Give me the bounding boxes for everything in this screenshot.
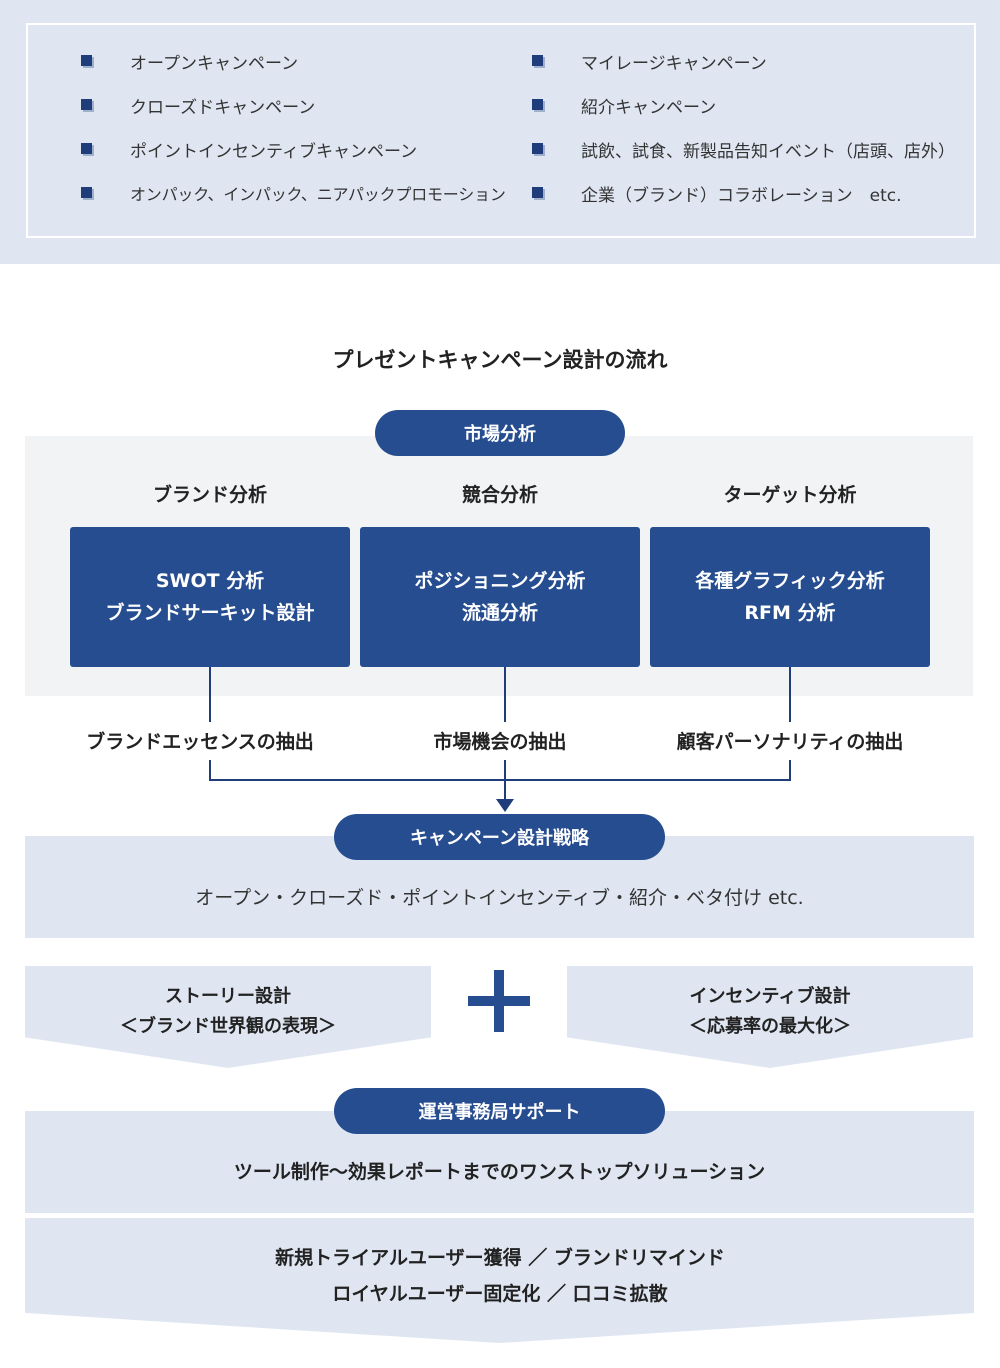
box-line: SWOT 分析 [155, 570, 265, 592]
campaign-type-label: 試飲、試食、新製品告知イベント（店頭、店外） [581, 141, 955, 162]
outcomes-text: 新規トライアルユーザー獲得 ／ ブランドリマインド ロイヤルユーザー固定化 ／ … [0, 1240, 1000, 1312]
box-line: 各種グラフィック分析 [695, 570, 885, 592]
campaign-strategy-pill: キャンペーン設計戦略 [334, 814, 665, 860]
campaign-type-label: 紹介キャンペーン [581, 97, 717, 118]
campaign-types-frame [26, 23, 976, 238]
list-item: マイレージキャンペーン [532, 49, 767, 74]
brand-analysis-heading: ブランド分析 [152, 484, 267, 506]
square-bullet-icon [532, 142, 545, 156]
market-analysis-pill: 市場分析 [375, 410, 625, 456]
incentive-design-title: インセンティブ設計 [689, 986, 851, 1007]
support-pill: 運営事務局サポート [334, 1088, 665, 1134]
customer-personality-extraction: 顧客パーソナリティの抽出 [676, 731, 904, 753]
campaign-type-label: マイレージキャンペーン [581, 53, 767, 74]
story-design-title: ストーリー設計 [165, 986, 291, 1007]
square-bullet-icon [81, 186, 94, 200]
square-bullet-icon [532, 186, 545, 200]
brand-analysis-box: SWOT 分析 ブランドサーキット設計 [70, 527, 350, 667]
list-item: オープンキャンペーン [81, 49, 299, 74]
box-line: RFM 分析 [744, 602, 836, 624]
campaign-type-label: ポイントインセンティブキャンペーン [130, 141, 418, 162]
campaign-type-label: 企業（ブランド）コラボレーション etc. [581, 185, 902, 206]
campaign-type-label: クローズドキャンペーン [130, 97, 316, 118]
list-item: 紹介キャンペーン [532, 93, 717, 118]
box-line: 流通分析 [461, 602, 538, 624]
square-bullet-icon [532, 98, 545, 112]
square-bullet-icon [81, 142, 94, 156]
campaign-types-panel [0, 0, 1000, 264]
list-item: 企業（ブランド）コラボレーション etc. [532, 181, 902, 206]
competitor-analysis-heading: 競合分析 [461, 484, 538, 506]
flow-connector-lines [209, 667, 791, 812]
incentive-design-subtitle: ＜応募率の最大化＞ [689, 1016, 851, 1037]
box-line: ブランドサーキット設計 [105, 602, 315, 624]
support-text: ツール制作〜効果レポートまでのワンストップソリューション [233, 1161, 766, 1183]
campaign-strategy-text: オープン・クローズド・ポイントインセンティブ・紹介・ベタ付け etc. [195, 887, 804, 909]
flow-title: プレゼントキャンペーン設計の流れ [332, 348, 668, 372]
plus-icon-vertical [494, 970, 504, 1032]
list-item: クローズドキャンペーン [81, 93, 316, 118]
story-design-text: ストーリー設計 ＜ブランド世界観の表現＞ [25, 982, 431, 1042]
square-bullet-icon [81, 54, 94, 68]
list-item: オンパック、インパック、ニアパックプロモーション [81, 181, 506, 205]
incentive-design-text: インセンティブ設計 ＜応募率の最大化＞ [567, 982, 973, 1042]
outcome-line: 新規トライアルユーザー獲得 ／ ブランドリマインド [275, 1247, 725, 1269]
target-analysis-heading: ターゲット分析 [723, 484, 857, 506]
target-analysis-box: 各種グラフィック分析 RFM 分析 [650, 527, 930, 667]
market-opportunity-extraction: 市場機会の抽出 [433, 731, 567, 753]
campaign-type-label: オンパック、インパック、ニアパックプロモーション [130, 185, 506, 204]
list-item: ポイントインセンティブキャンペーン [81, 137, 418, 162]
story-design-subtitle: ＜ブランド世界観の表現＞ [120, 1016, 336, 1037]
competitor-analysis-box: ポジショニング分析 流通分析 [360, 527, 640, 667]
box-line: ポジショニング分析 [414, 570, 586, 592]
list-item: 試飲、試食、新製品告知イベント（店頭、店外） [532, 137, 955, 162]
merge-connector [209, 760, 791, 781]
square-bullet-icon [532, 54, 545, 68]
outcome-line: ロイヤルユーザー固定化 ／ 口コミ拡散 [332, 1283, 668, 1305]
outcomes-chevron [25, 1218, 974, 1343]
arrow-down-icon [496, 799, 514, 812]
brand-essence-extraction: ブランドエッセンスの抽出 [86, 731, 314, 753]
square-bullet-icon [81, 98, 94, 112]
campaign-type-label: オープンキャンペーン [130, 53, 299, 74]
